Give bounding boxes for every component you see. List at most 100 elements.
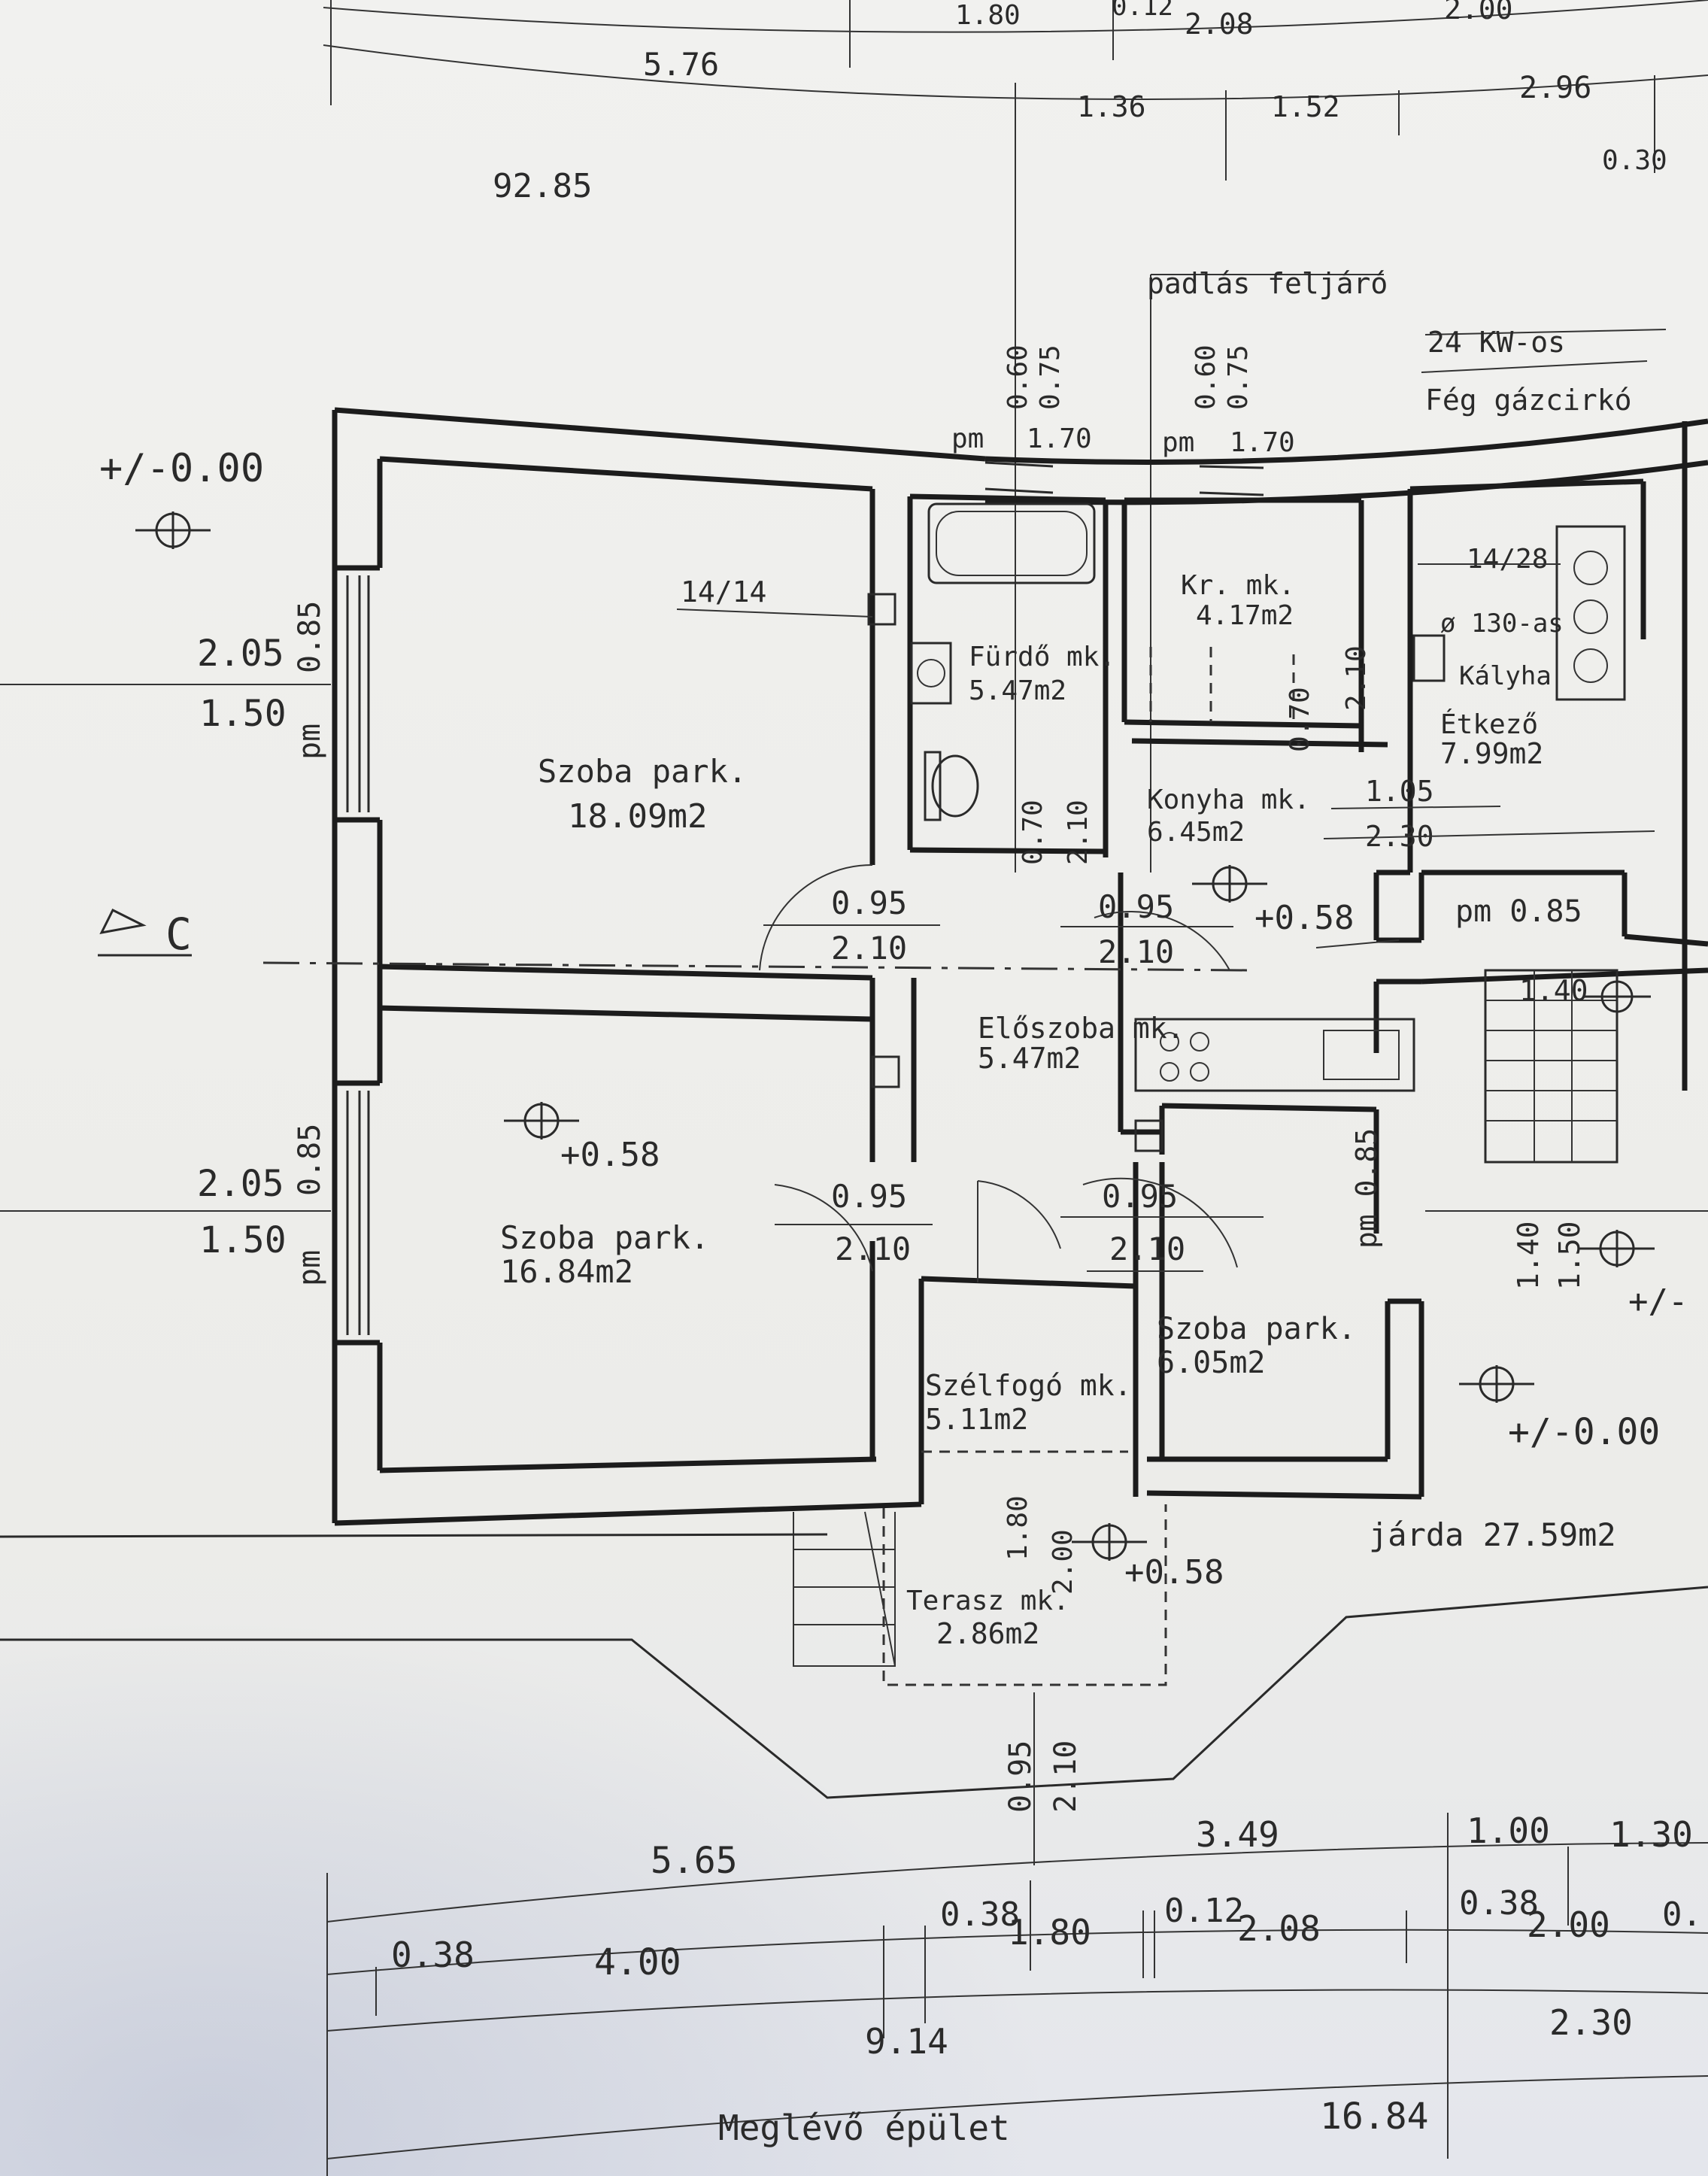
door1-height: 2.10 — [831, 930, 907, 967]
fixtures — [0, 502, 1708, 1799]
window1-dim-a: 0.60 — [1003, 344, 1033, 410]
level-marker-terrace — [1072, 1523, 1147, 1561]
section-line — [262, 961, 1249, 972]
door7-height: 2.10 — [1048, 1740, 1083, 1813]
kitchen-name: Konyha mk. — [1147, 785, 1310, 815]
door10-width: 1.80 — [1003, 1495, 1033, 1561]
top-dim-4: 2.00 — [1444, 0, 1513, 26]
room1-name: Szoba park. — [538, 753, 747, 790]
door2-width: 0.95 — [1098, 888, 1174, 925]
outer-walls — [332, 407, 1708, 1526]
window3-dim-d: 0.85 — [293, 601, 327, 673]
top-dim-6: 1.36 — [1077, 90, 1146, 123]
top-dim-8: 2.96 — [1519, 71, 1591, 105]
window6-dim-a: 1.40 — [1512, 1221, 1545, 1290]
bottom-dim-2: 3.49 — [1196, 1814, 1279, 1855]
door4-width: 0.95 — [1102, 1178, 1178, 1215]
bottom-dim-9: 0.12 — [1164, 1892, 1244, 1930]
door4-height: 2.10 — [1109, 1231, 1185, 1267]
terrace-name: Terasz mk. — [906, 1586, 1069, 1616]
door6-height: 2.10 — [1341, 645, 1372, 711]
window3-dim-b: 1.50 — [199, 693, 287, 735]
window6-dim-b: 1.50 — [1553, 1221, 1586, 1290]
top-dim-2: 0.12 — [1112, 0, 1173, 22]
window5-dim: pm 0.85 — [1350, 1128, 1383, 1249]
dining-name: Étkező — [1440, 709, 1538, 740]
bottom-dim-3: 1.00 — [1467, 1810, 1550, 1851]
window4-dim-b: 1.50 — [199, 1219, 287, 1261]
door5-width: 0.70 — [1018, 800, 1048, 865]
bottom-dim-6: 4.00 — [594, 1941, 681, 1983]
bottom-dim-11: 0.38 — [1459, 1884, 1539, 1923]
top-dim-3: 2.08 — [1185, 8, 1254, 41]
top-dim-9: 0.30 — [1602, 145, 1667, 176]
door6-width: 0.70 — [1285, 687, 1315, 752]
door1-width: 0.95 — [831, 885, 907, 921]
room3-name: Szoba park. — [1157, 1312, 1356, 1346]
bottom-dim-13: 0. — [1662, 1895, 1702, 1934]
bottom-dim-7: 0.38 — [940, 1895, 1020, 1934]
pantry-name: Kr. mk. — [1181, 570, 1295, 601]
level-marker-kitchen — [1192, 865, 1267, 903]
bottom-dim-10: 2.08 — [1237, 1908, 1321, 1949]
hall-area: 5.47m2 — [978, 1042, 1081, 1075]
vent-label-3: ø 130-as — [1440, 608, 1564, 639]
level-marker-outside — [1459, 1365, 1534, 1403]
level-marker-stair — [1583, 978, 1651, 1015]
pm085-label: pm 0.85 — [1455, 894, 1582, 929]
window2-dim-d: 1.70 — [1230, 427, 1295, 458]
room3-area: 6.05m2 — [1157, 1346, 1266, 1380]
top-dimension-lines — [323, 0, 1708, 873]
vent-label-1: 14/14 — [681, 575, 766, 608]
window2-dim-a: 0.60 — [1191, 344, 1221, 410]
level-zero-top: +/-0.00 — [99, 446, 264, 491]
stove-label: Kályha — [1459, 661, 1552, 691]
door10-height: 2.00 — [1048, 1529, 1078, 1595]
room2-area: 16.84m2 — [500, 1253, 633, 1290]
level-marker-right — [1579, 1230, 1655, 1267]
attic-label: padlás feljáró — [1147, 267, 1388, 300]
door3-width: 0.95 — [831, 1178, 907, 1215]
window1-dim-d: 1.70 — [1027, 423, 1092, 454]
level-058-kitchen: +0.58 — [1254, 899, 1354, 937]
vent-label-2: 14/28 — [1467, 544, 1548, 575]
room2-name: Szoba park. — [500, 1219, 709, 1256]
bath-area: 5.47m2 — [969, 675, 1066, 706]
bath-name: Fürdő mk. — [969, 642, 1115, 672]
bottom-dimension-lines — [326, 1813, 1708, 2176]
existing-building-label: Meglévő épület — [718, 2108, 1010, 2148]
bottom-dim-1: 5.65 — [651, 1840, 738, 1882]
sidewalk-label: járda 27.59m2 — [1369, 1516, 1616, 1553]
bottom-dim-14: 9.14 — [865, 2021, 948, 2062]
room1-area: 18.09m2 — [568, 797, 707, 836]
top-dim-1: 1.80 — [955, 0, 1021, 31]
level-058-terrace: +0.58 — [1124, 1553, 1224, 1592]
window4-dim-d: 0.85 — [293, 1124, 327, 1196]
bottom-dim-8: 1.80 — [1008, 1912, 1091, 1953]
door3-height: 2.10 — [835, 1231, 911, 1267]
level-zero-right: +/- — [1628, 1282, 1688, 1321]
interior-walls — [379, 421, 1708, 1504]
section-triangle — [99, 908, 147, 935]
door-swings — [759, 863, 1400, 1282]
level-zero-outside: +/-0.00 — [1508, 1411, 1660, 1453]
section-label: C — [165, 909, 192, 960]
window4-dim-c: pm — [293, 1250, 327, 1286]
paper-shadow — [0, 1617, 1053, 2176]
window2-dim-c: pm — [1162, 427, 1194, 458]
window3-dim-c: pm — [293, 724, 327, 760]
boiler-label-1: 24 KW-os — [1427, 326, 1565, 359]
bottom-dim-5: 0.38 — [391, 1935, 475, 1975]
level-marker-room2 — [504, 1102, 579, 1140]
window3-dim-a: 2.05 — [197, 633, 284, 675]
spot-height: 92.85 — [493, 167, 592, 205]
level-058-room2: +0.58 — [560, 1136, 660, 1174]
terrace-area: 2.86m2 — [936, 1617, 1039, 1650]
window1-dim-c: pm — [951, 423, 984, 454]
hall-name: Előszoba mk. — [978, 1012, 1185, 1045]
bottom-dim-16: 16.84 — [1320, 2096, 1429, 2138]
boiler-label-2: Fég gázcirkó — [1425, 384, 1632, 417]
top-dim-7: 1.52 — [1271, 90, 1340, 123]
dining-area: 7.99m2 — [1440, 737, 1543, 770]
